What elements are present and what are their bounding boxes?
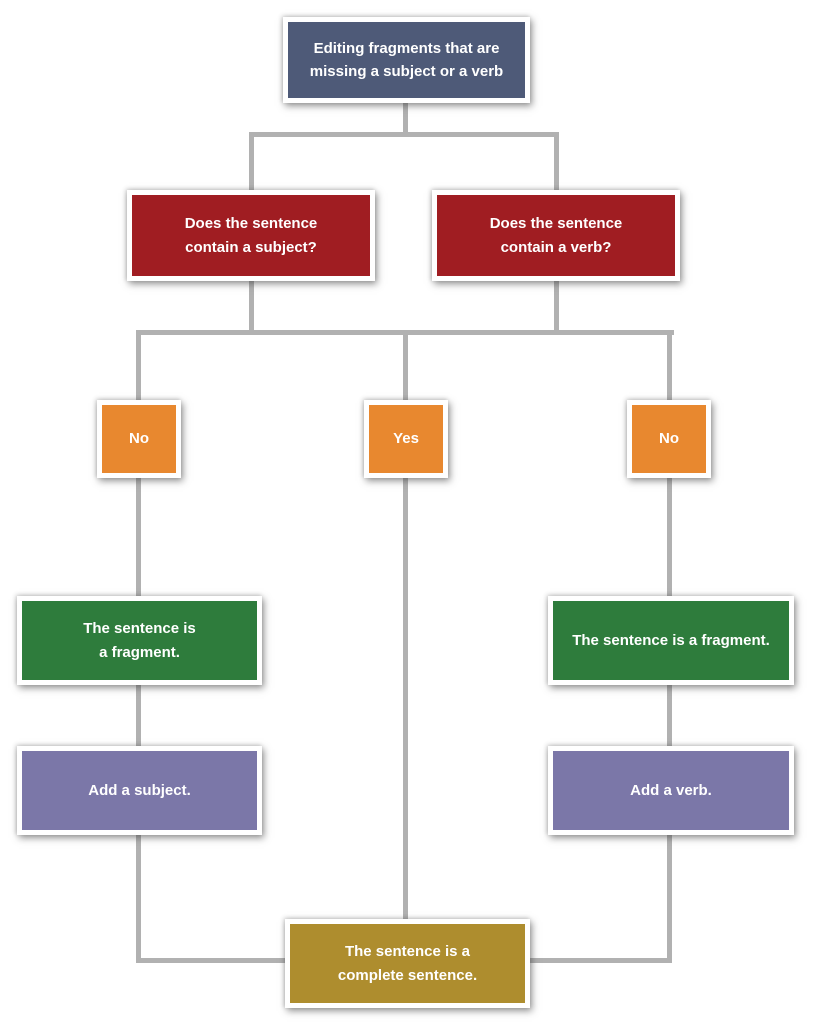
node-answer-yes: Yes (364, 400, 448, 478)
node-fragment-left: The sentence is a fragment. (17, 596, 262, 685)
node-add-verb: Add a verb. (548, 746, 794, 835)
node-start: Editing fragments that are missing a sub… (283, 17, 530, 103)
connector-start-down (403, 103, 408, 134)
connector-answers-branch (136, 330, 674, 335)
connector-to-yes (403, 333, 408, 402)
connector-no-right-to-fragment (667, 476, 672, 598)
node-answer-no-right: No (627, 400, 711, 478)
node-add-subject: Add a subject. (17, 746, 262, 835)
connector-left-to-complete (136, 958, 287, 963)
connector-add-verb-down (667, 833, 672, 963)
connector-to-no-right (667, 333, 672, 402)
node-answer-no-left: No (97, 400, 181, 478)
connector-right-to-complete (528, 958, 672, 963)
node-question-verb: Does the sentence contain a verb? (432, 190, 680, 281)
node-complete-sentence: The sentence is a complete sentence. (285, 919, 530, 1008)
connector-top-branch (249, 132, 559, 137)
connector-to-q-verb (554, 134, 559, 192)
connector-to-q-subject (249, 134, 254, 192)
connector-from-q-verb (554, 279, 559, 333)
connector-from-q-subject (249, 279, 254, 333)
connector-yes-to-complete (403, 476, 408, 921)
node-fragment-right: The sentence is a fragment. (548, 596, 794, 685)
connector-add-subject-down (136, 833, 141, 963)
connector-to-no-left (136, 333, 141, 402)
connector-fragment-left-to-add-subject (136, 683, 141, 748)
connector-fragment-right-to-add-verb (667, 683, 672, 748)
connector-no-left-to-fragment (136, 476, 141, 598)
node-question-subject: Does the sentence contain a subject? (127, 190, 375, 281)
